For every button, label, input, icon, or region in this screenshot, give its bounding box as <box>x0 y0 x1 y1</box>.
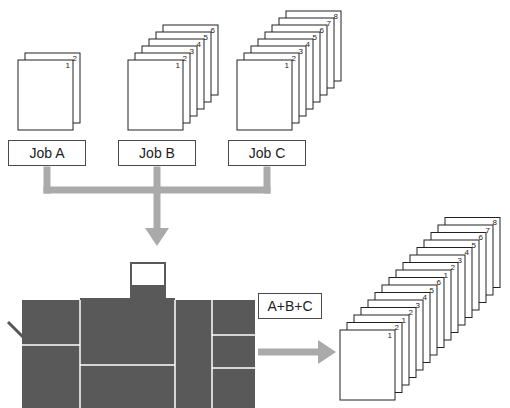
page-number: 2 <box>57 54 77 63</box>
output-pages <box>340 218 500 401</box>
box-text: A+B+C <box>267 298 312 314</box>
page-number: 5 <box>297 33 317 42</box>
merge-arrow <box>47 170 267 228</box>
page-number: 3 <box>400 301 420 310</box>
page-number: 8 <box>318 12 338 21</box>
job-b-pages <box>128 25 218 130</box>
page-number: 1 <box>386 316 406 325</box>
page-number: 3 <box>283 47 303 56</box>
result-label-box: A+B+C <box>258 293 322 319</box>
page-number: 5 <box>188 33 208 42</box>
page-number: 4 <box>290 40 310 49</box>
page-number: 2 <box>379 323 399 332</box>
job-label-box: Job C <box>228 140 306 166</box>
page-number: 1 <box>428 271 448 280</box>
page-number: 2 <box>393 308 413 317</box>
page-number: 6 <box>304 26 324 35</box>
page-number: 4 <box>407 293 427 302</box>
output-arrow <box>258 349 318 356</box>
merge-arrow-head <box>145 228 169 246</box>
box-text: Job C <box>249 145 286 161</box>
page-number: 2 <box>167 54 187 63</box>
page-number: 6 <box>463 233 483 242</box>
page-number: 5 <box>456 241 476 250</box>
page-number: 1 <box>50 61 70 70</box>
box-text: Job A <box>29 145 64 161</box>
page-number: 3 <box>174 47 194 56</box>
page-number: 5 <box>414 286 434 295</box>
page-number: 7 <box>470 226 490 235</box>
page-number: 3 <box>442 256 462 265</box>
printer <box>8 263 255 408</box>
page-number: 2 <box>276 54 296 63</box>
job-label-box: Job A <box>8 140 86 166</box>
page-number: 8 <box>477 218 497 227</box>
page-number: 1 <box>269 61 289 70</box>
page-number: 4 <box>449 248 469 257</box>
box-text: Job B <box>139 145 175 161</box>
page-number: 7 <box>311 19 331 28</box>
output-arrow-head <box>318 340 336 364</box>
page-number: 4 <box>181 40 201 49</box>
page-number: 1 <box>372 331 392 340</box>
page-number: 6 <box>195 26 215 35</box>
page-number: 1 <box>160 61 180 70</box>
page-number: 2 <box>435 263 455 272</box>
page-number: 6 <box>421 278 441 287</box>
job-label-box: Job B <box>118 140 196 166</box>
job-a-pages <box>18 53 80 130</box>
job-c-pages <box>237 11 341 130</box>
